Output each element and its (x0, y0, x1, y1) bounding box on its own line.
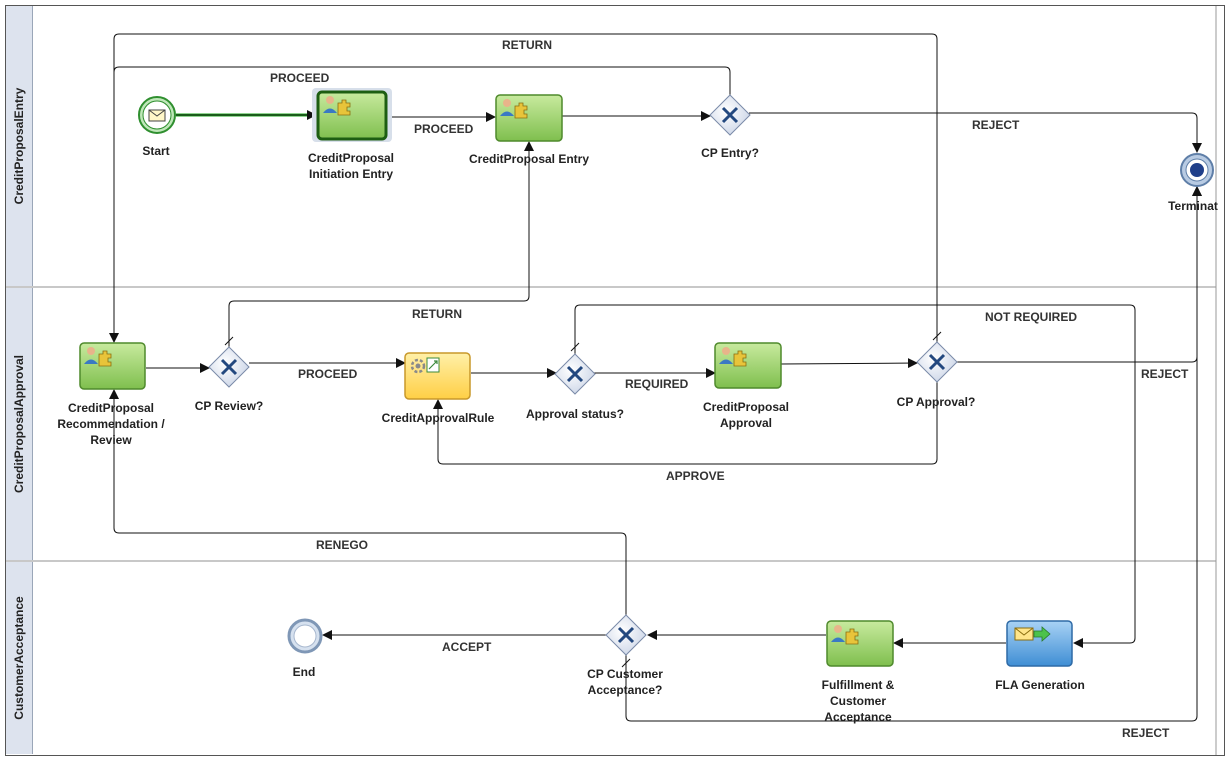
flow-label-accept: ACCEPT (442, 640, 492, 654)
task-fulfillment-customer-acceptance[interactable] (826, 620, 894, 667)
flow-not-required[interactable] (574, 304, 1136, 648)
flow-label-required: REQUIRED (625, 377, 689, 391)
label-fulfillment: Fulfillment & Customer Acceptance (821, 678, 895, 724)
frame (5, 5, 1225, 756)
label-end: End (292, 665, 316, 679)
flow-label-renego: RENEGO (316, 538, 369, 552)
flow-label-proceed: PROCEED (414, 122, 474, 136)
user-task-icon (500, 99, 528, 119)
lane-header-credit-proposal-entry[interactable]: CreditProposalEntry (6, 6, 33, 286)
flow-label-return: RETURN (412, 307, 462, 321)
flow-label-not-required: NOT REQUIRED (985, 310, 1078, 324)
message-icon (148, 109, 166, 122)
start-event[interactable] (138, 96, 176, 134)
label-credit-approval-rule: CreditApprovalRule (381, 411, 495, 425)
default-flow-mark (932, 331, 942, 341)
label-cp-approval: CP Approval? (896, 395, 976, 409)
gateway-cp-approval[interactable] (916, 341, 958, 383)
label-cp-review: CP Review? (194, 399, 264, 413)
label-credit-proposal-approval: CreditProposal Approval (702, 400, 790, 430)
task-credit-approval-rule[interactable] (404, 352, 471, 400)
default-flow-mark (621, 658, 631, 668)
terminate-event[interactable] (1180, 153, 1214, 187)
gateway-cp-entry[interactable] (709, 94, 751, 136)
gateway-cp-review[interactable] (208, 346, 250, 388)
flow-return-review[interactable] (228, 141, 534, 347)
flow-label-approve: APPROVE (666, 469, 725, 483)
flow-label-return: RETURN (502, 38, 552, 52)
flow-label-reject: REJECT (1141, 367, 1189, 381)
flow-return-top[interactable] (113, 33, 938, 342)
task-credit-proposal-entry[interactable] (495, 94, 563, 142)
user-task-icon (831, 625, 859, 645)
gateway-cp-customer-acceptance[interactable] (605, 614, 647, 656)
default-flow-mark (570, 342, 580, 352)
send-message-icon (1014, 626, 1051, 642)
lane-header-customer-acceptance[interactable]: CustomerAcceptance (6, 562, 33, 754)
flow-reject-approval[interactable] (957, 186, 1202, 363)
label-fla-generation: FLA Generation (995, 678, 1085, 692)
lane-header-credit-proposal-approval[interactable]: CreditProposalApproval (6, 288, 33, 560)
flow-reject-entry[interactable] (749, 112, 1202, 153)
label-approval-status: Approval status? (525, 407, 625, 421)
label-recommendation: CreditProposal Recommendation / Review (57, 401, 165, 447)
label-cp-customer-acceptance: CP Customer Acceptance? (587, 667, 663, 697)
flow-label-proceed: PROCEED (270, 71, 330, 85)
flow-reject-customer[interactable] (625, 186, 1202, 722)
user-task-icon (84, 347, 112, 367)
user-task-icon (719, 347, 747, 367)
flow-label-reject: REJECT (972, 118, 1020, 132)
label-initiation-entry: CreditProposal Initiation Entry (307, 151, 395, 181)
gateway-approval-status[interactable] (554, 353, 596, 395)
label-terminate: Terminat (1168, 199, 1218, 213)
label-start: Start (142, 144, 170, 158)
flow-approval-gateway[interactable] (780, 358, 918, 369)
task-fla-generation[interactable] (1006, 620, 1073, 667)
flow-renego[interactable] (109, 389, 627, 615)
task-credit-proposal-approval[interactable] (714, 342, 782, 389)
business-rule-icon (410, 357, 440, 374)
flow-approve[interactable] (433, 382, 938, 465)
label-cp-entry: CP Entry? (701, 146, 759, 160)
task-credit-proposal-initiation-entry[interactable] (312, 88, 392, 142)
user-task-icon (323, 96, 351, 116)
flow-label-proceed: PROCEED (298, 367, 358, 381)
end-event[interactable] (287, 618, 323, 654)
label-credit-proposal-entry: CreditProposal Entry (468, 152, 590, 166)
default-flow-mark (224, 336, 234, 346)
task-credit-proposal-recommendation[interactable] (79, 342, 146, 390)
flow-label-reject: REJECT (1122, 726, 1170, 740)
